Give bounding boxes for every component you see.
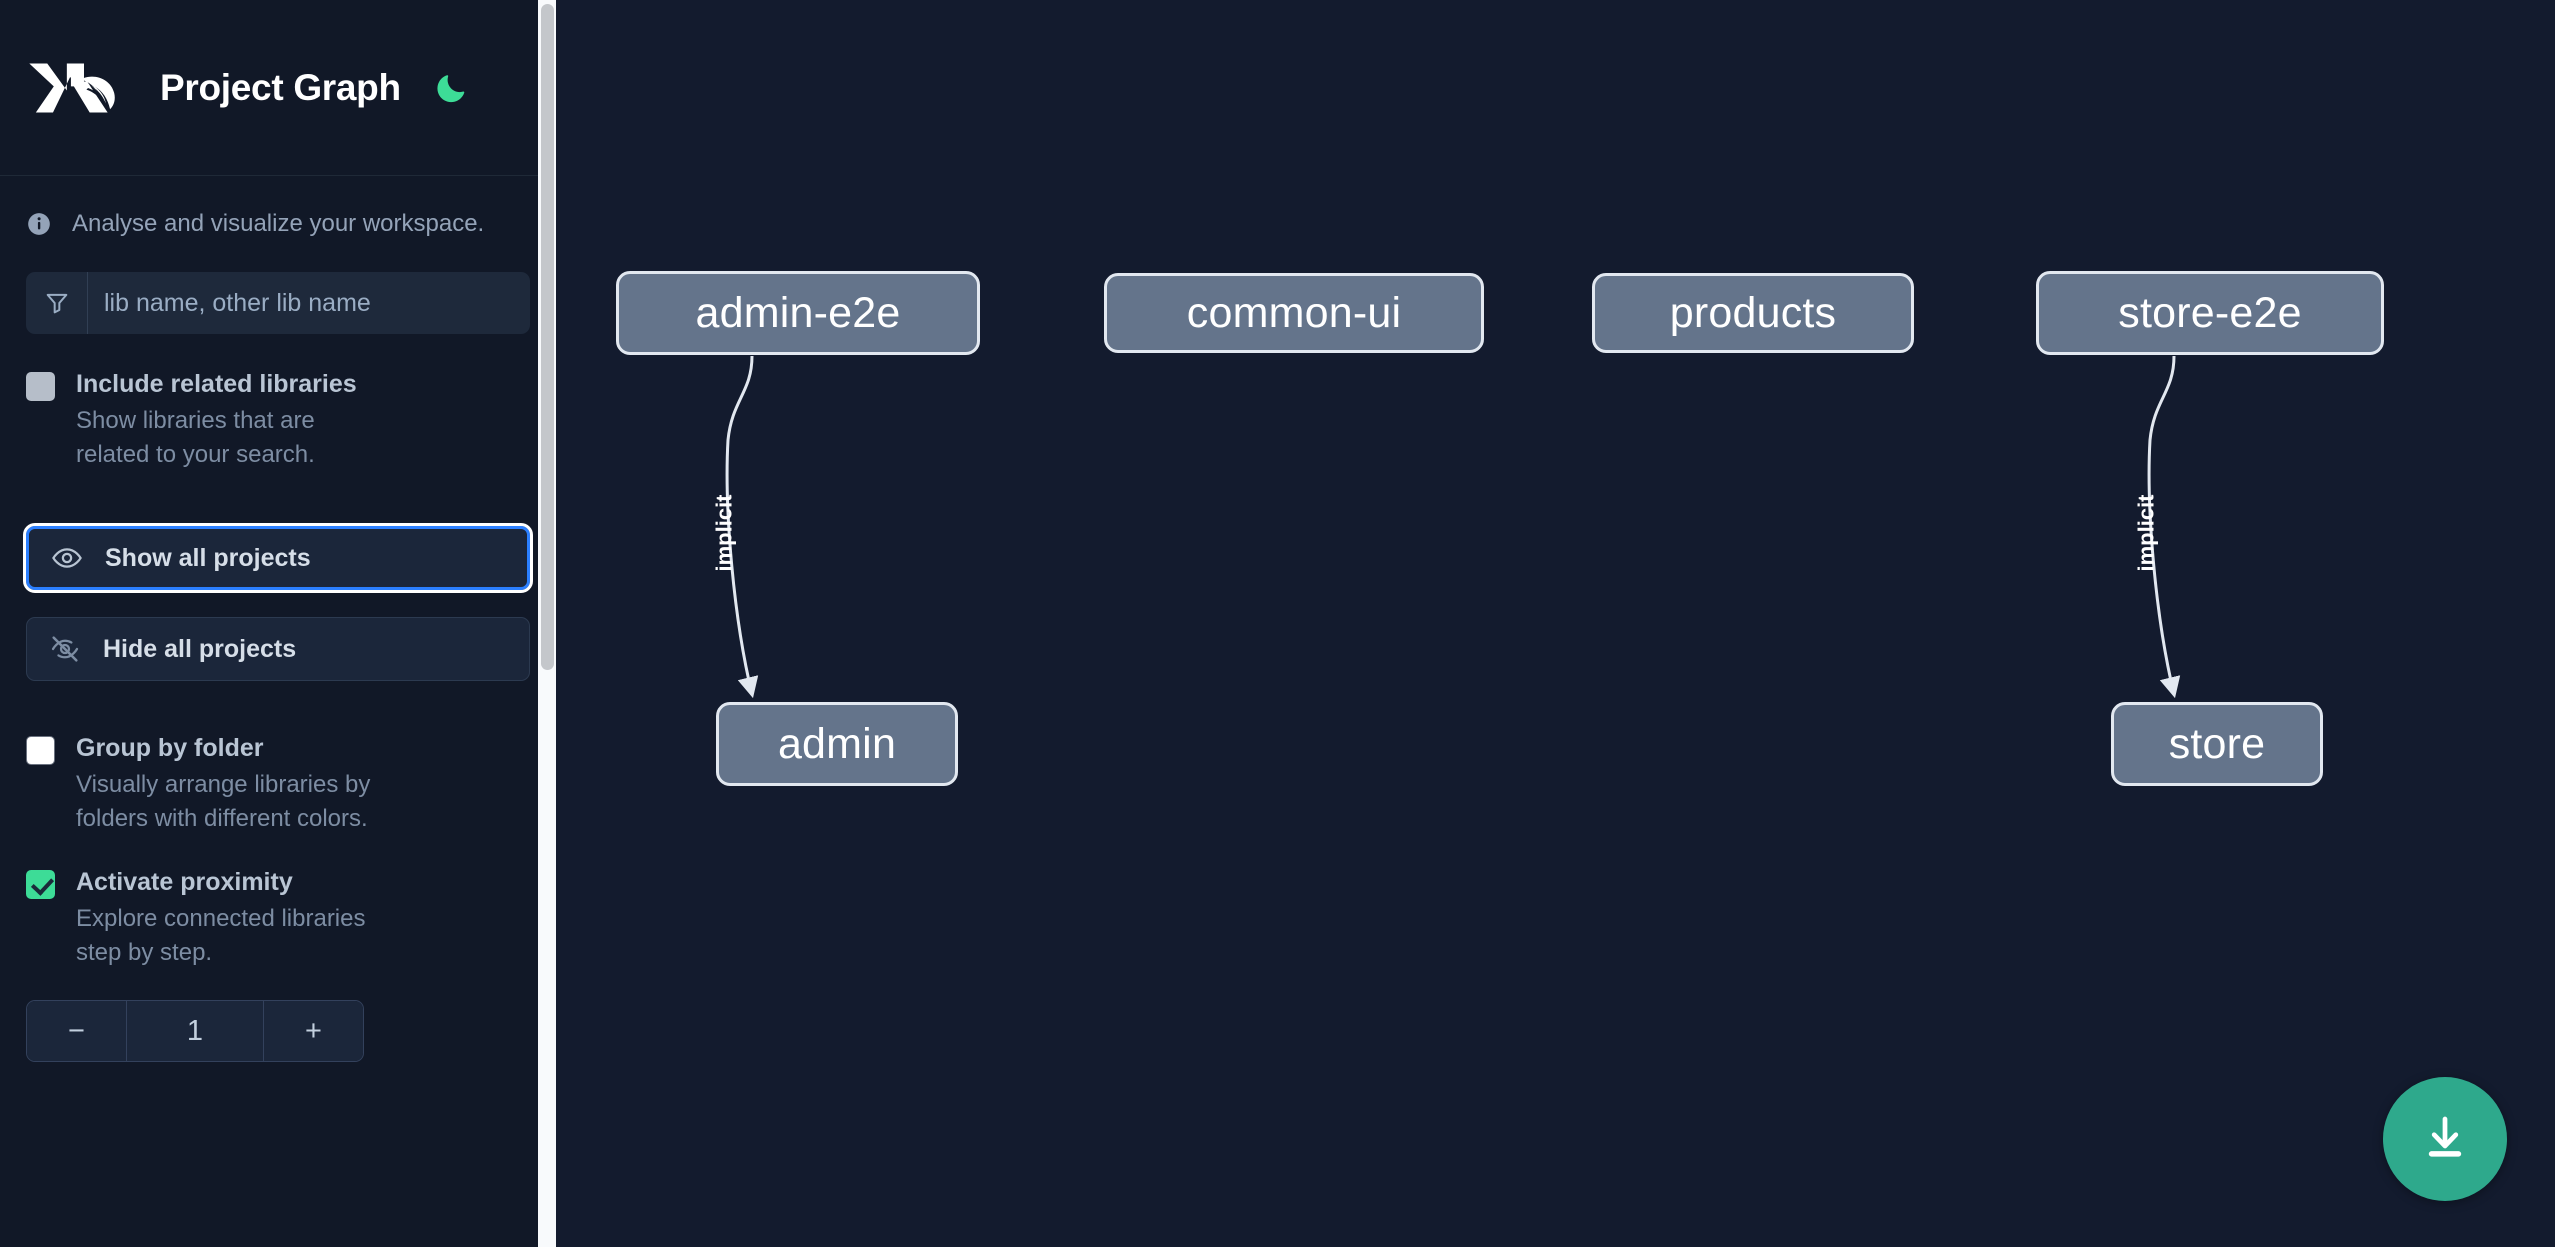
graph-node-store[interactable]: store (2111, 702, 2323, 786)
download-icon (2418, 1110, 2472, 1169)
graph-node-admin[interactable]: admin (716, 702, 958, 786)
edge-label-store-implicit: implicit (2133, 494, 2159, 572)
graph-edges (725, 355, 2181, 699)
spacer (26, 502, 530, 526)
spacer (26, 708, 530, 732)
option-description: Explore connected libraries step by step… (76, 905, 366, 967)
checkbox-include-related-libraries[interactable] (26, 372, 55, 401)
moon-icon[interactable] (431, 68, 471, 108)
option-label: Group by folder (76, 734, 264, 763)
hide-all-projects-label: Hide all projects (103, 634, 297, 663)
search-input[interactable] (88, 272, 530, 334)
info-icon (26, 211, 52, 237)
stepper-decrement-button[interactable]: − (27, 1001, 127, 1062)
filter-row (26, 272, 530, 334)
download-graph-button[interactable] (2383, 1077, 2507, 1201)
option-group-by-folder[interactable]: Group by folder Visually arrange librari… (26, 732, 530, 836)
option-label: Activate proximity (76, 868, 293, 897)
sidebar-header: Project Graph (0, 0, 556, 176)
option-label: Include related libraries (76, 370, 357, 398)
checkbox-activate-proximity[interactable] (26, 870, 55, 900)
eye-off-icon (49, 633, 81, 665)
stepper-value: 1 (127, 1001, 263, 1062)
graph-node-store-e2e[interactable]: store-e2e (2036, 271, 2384, 355)
edge-label-admin-implicit: implicit (711, 494, 737, 572)
graph-canvas[interactable]: implicit implicit admin-e2e common-ui pr… (556, 0, 2555, 1247)
stepper-increment-button[interactable]: + (263, 1001, 363, 1062)
option-activate-proximity[interactable]: Activate proximity Explore connected lib… (26, 866, 530, 970)
graph-node-products[interactable]: products (1592, 273, 1914, 353)
sidebar-scrollbar[interactable] (538, 0, 556, 1247)
show-all-projects-label: Show all projects (105, 543, 311, 572)
show-all-projects-button[interactable]: Show all projects (23, 523, 533, 594)
hide-all-projects-button[interactable]: Hide all projects (26, 617, 530, 682)
graph-node-common-ui[interactable]: common-ui (1104, 273, 1484, 353)
sidebar: Project Graph Analyse and visualize your… (0, 0, 556, 1247)
nx-logo-icon (26, 57, 124, 119)
sidebar-body: Include related libraries Show libraries… (0, 272, 556, 1063)
page-title: Project Graph (160, 66, 401, 108)
option-description: Visually arrange libraries by folders wi… (76, 771, 371, 833)
option-description: Show libraries that are related to your … (76, 407, 315, 469)
eye-icon (51, 542, 83, 574)
funnel-icon (26, 272, 88, 334)
sidebar-scrollbar-thumb[interactable] (541, 4, 554, 670)
proximity-stepper: − 1 + (26, 1000, 364, 1063)
sidebar-tagline: Analyse and visualize your workspace. (0, 176, 556, 272)
graph-node-admin-e2e[interactable]: admin-e2e (616, 271, 980, 355)
tagline-text: Analyse and visualize your workspace. (72, 210, 485, 237)
checkbox-group-by-folder[interactable] (26, 736, 55, 766)
option-include-related-libraries[interactable]: Include related libraries Show libraries… (26, 368, 530, 472)
